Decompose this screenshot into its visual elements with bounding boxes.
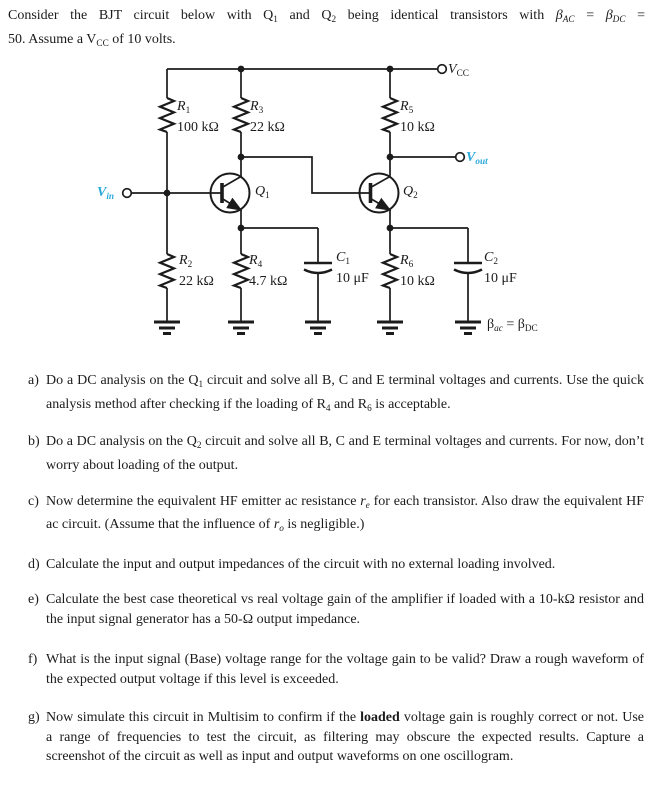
capacitor-c1-symbol (303, 261, 333, 275)
ground-symbol-r2 (154, 320, 180, 335)
intro-line-1: Consider the BJT circuit below with Q1 a… (8, 8, 645, 25)
question-b-text: Do a DC analysis on the Q2 circuit and s… (46, 434, 645, 474)
resistor-r1-ref: R1 (177, 99, 191, 115)
resistor-r6-label: R6 10 kΩ (400, 252, 435, 291)
resistor-r6-ref: R6 (400, 253, 414, 269)
capacitor-c2-ref: C2 (484, 250, 498, 266)
question-c: c) Now determine the equivalent HF emitt… (28, 492, 644, 539)
resistor-r4-ref: R4 (249, 253, 263, 269)
resistor-r5-value: 10 kΩ (400, 120, 435, 136)
question-g-text: Now simulate this circuit in Multisim to… (46, 710, 644, 765)
beta-equality-note: βac = βDC (487, 317, 538, 333)
question-d-text: Calculate the input and output impedance… (46, 556, 556, 572)
resistor-r3-label: R3 22 kΩ (250, 98, 285, 137)
resistor-r1-label: R1 100 kΩ (177, 98, 219, 137)
resistor-r4-value: 4.7 kΩ (249, 274, 288, 290)
resistor-r5-symbol (379, 96, 400, 134)
junction-dots (163, 65, 394, 232)
question-f-text: What is the input signal (Base) voltage … (46, 652, 644, 687)
transistor-q1-symbol (209, 157, 251, 228)
resistor-r4-symbol (230, 252, 251, 290)
transistor-q2-label: Q2 (403, 184, 418, 200)
question-list: a) Do a DC analysis on the Q1 circuit an… (28, 371, 644, 767)
resistor-r2-ref: R2 (179, 253, 193, 269)
question-a-letter: a) (28, 373, 39, 389)
intro-line-2: 50. Assume a VCC of 10 volts. (8, 31, 176, 48)
transistor-q2-symbol (358, 157, 400, 228)
capacitor-c2-value: 10 μF (484, 271, 517, 287)
vin-terminal-label: Vin (97, 185, 115, 201)
question-a-text: Do a DC analysis on the Q1 circuit and s… (46, 373, 645, 413)
resistor-r2-symbol (156, 252, 177, 290)
vcc-terminal-label: VCC (448, 62, 469, 78)
question-a: a) Do a DC analysis on the Q1 circuit an… (28, 371, 644, 418)
ground-symbol-c2 (455, 320, 481, 335)
capacitor-c2-symbol (453, 261, 483, 275)
resistor-r6-value: 10 kΩ (400, 274, 435, 290)
vout-terminal-label: Vout (466, 150, 488, 166)
ground-symbol-r4 (228, 320, 254, 335)
question-e-text: Calculate the best case theoretical vs r… (46, 592, 644, 627)
resistor-r1-value: 100 kΩ (177, 120, 219, 136)
resistor-r6-symbol (379, 252, 400, 290)
resistor-r3-ref: R3 (250, 99, 264, 115)
terminal-circle-vin (121, 187, 133, 199)
question-f-letter: f) (28, 652, 38, 668)
question-g-letter: g) (28, 710, 40, 726)
terminal-circle-vout (454, 151, 466, 163)
capacitor-c1-ref: C1 (336, 250, 350, 266)
question-d: d) Calculate the input and output impeda… (28, 555, 644, 575)
ground-symbol-r6 (377, 320, 403, 335)
question-c-text: Now determine the equivalent HF emitter … (46, 493, 644, 534)
question-g: g) Now simulate this circuit in Multisim… (28, 708, 644, 767)
question-b-letter: b) (28, 434, 40, 450)
question-b: b) Do a DC analysis on the Q2 circuit an… (28, 432, 644, 475)
question-c-letter: c) (28, 493, 39, 509)
capacitor-c2-label: C2 10 μF (484, 249, 517, 288)
ground-symbol-c1 (305, 320, 331, 335)
question-f: f) What is the input signal (Base) volta… (28, 650, 644, 689)
transistor-q1-label: Q1 (255, 184, 270, 200)
resistor-r5-label: R5 10 kΩ (400, 98, 435, 137)
capacitor-c1-value: 10 μF (336, 271, 369, 287)
resistor-r3-symbol (230, 96, 251, 134)
resistor-r2-value: 22 kΩ (179, 274, 214, 290)
question-e-letter: e) (28, 592, 39, 608)
question-e: e) Calculate the best case theoretical v… (28, 590, 644, 629)
resistor-r2-label: R2 22 kΩ (179, 252, 214, 291)
terminal-circle-vcc (436, 63, 448, 75)
resistor-r3-value: 22 kΩ (250, 120, 285, 136)
resistor-r5-ref: R5 (400, 99, 414, 115)
question-d-letter: d) (28, 556, 40, 572)
resistor-r4-label: R4 4.7 kΩ (249, 252, 287, 291)
resistor-r1-symbol (156, 96, 177, 134)
intro-paragraph: Consider the BJT circuit below with Q1 a… (8, 6, 645, 53)
capacitor-c1-label: C1 10 μF (336, 249, 369, 288)
